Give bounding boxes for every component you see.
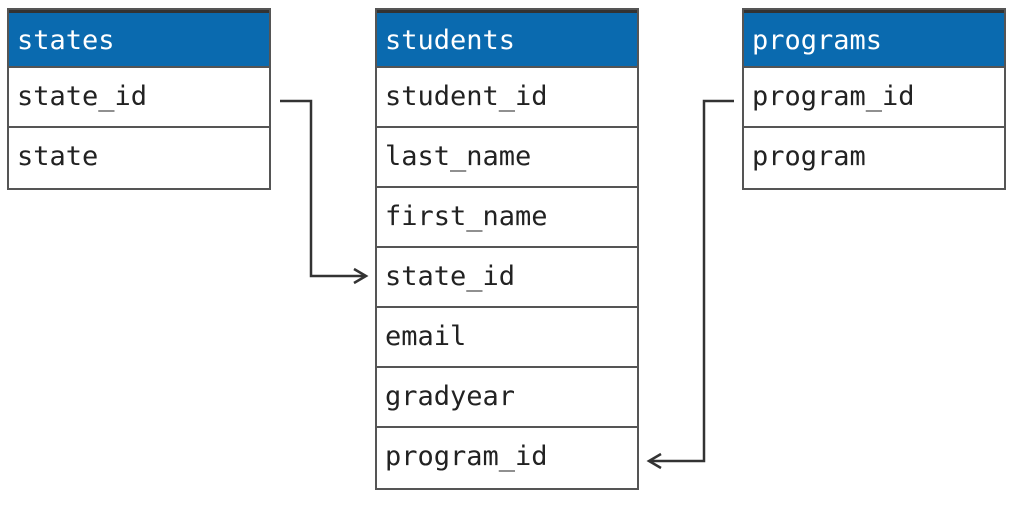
table-states: states state_id state: [7, 8, 271, 190]
connector-line: [280, 99, 364, 278]
field-email: email: [377, 308, 637, 368]
arrowhead-icon: [353, 267, 369, 285]
table-title: students: [377, 10, 637, 68]
table-title: programs: [744, 10, 1004, 68]
field-first-name: first_name: [377, 188, 637, 248]
field-gradyear: gradyear: [377, 368, 637, 428]
relation-state-id-arrow: [280, 99, 369, 285]
field-program-id: program_id: [744, 68, 1004, 128]
table-programs: programs program_id program: [742, 8, 1006, 190]
connector-line: [651, 99, 734, 463]
field-state-id: state_id: [377, 248, 637, 308]
relation-program-id-arrow: [646, 99, 734, 470]
field-program-id: program_id: [385, 441, 548, 472]
arrowhead-icon: [646, 452, 662, 470]
field-state-id: state_id: [9, 68, 269, 128]
table-students: students student_id last_name first_name…: [375, 8, 639, 490]
field-last-name: last_name: [377, 128, 637, 188]
field-program: program: [752, 141, 866, 172]
field-student-id: student_id: [377, 68, 637, 128]
table-title: states: [9, 10, 269, 68]
field-state: state: [17, 141, 99, 172]
